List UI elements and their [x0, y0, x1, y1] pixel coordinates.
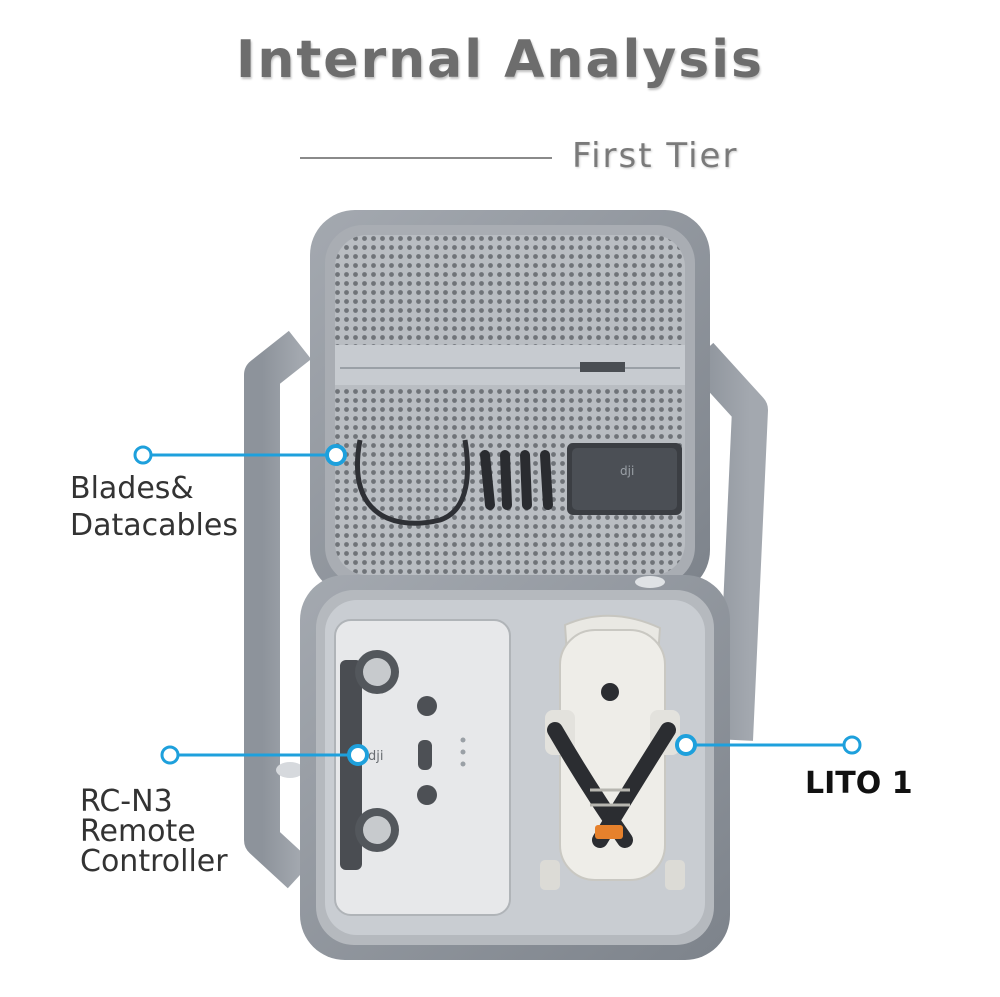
title-divider [300, 157, 552, 159]
shoulder-strap [244, 330, 768, 889]
callout-remote [160, 744, 369, 766]
drone-label: LITO 1 [805, 766, 913, 801]
spare-blades [480, 450, 553, 510]
svg-text:dji: dji [620, 464, 634, 478]
page-title: Internal Analysis [236, 30, 764, 90]
remote-label-line3: Controller [80, 844, 228, 879]
remote-label-line1: RC-N3 [80, 784, 173, 819]
remote-label-line2: Remote [80, 814, 196, 849]
blades-label-line1: Blades& [70, 471, 194, 506]
case-lid [310, 210, 710, 595]
callout-drone [675, 734, 862, 756]
blades-label-line2: Datacables [70, 508, 238, 543]
battery-box: dji [567, 443, 682, 515]
drone [540, 614, 685, 890]
svg-text:dji: dji [368, 749, 383, 764]
page-subtitle: First Tier [572, 136, 739, 176]
blades-label: Blades& Datacables [70, 470, 238, 544]
remote-controller: dji [334, 619, 511, 916]
remote-label: RC-N3 Remote Controller [80, 787, 228, 877]
callout-blades [133, 444, 347, 466]
